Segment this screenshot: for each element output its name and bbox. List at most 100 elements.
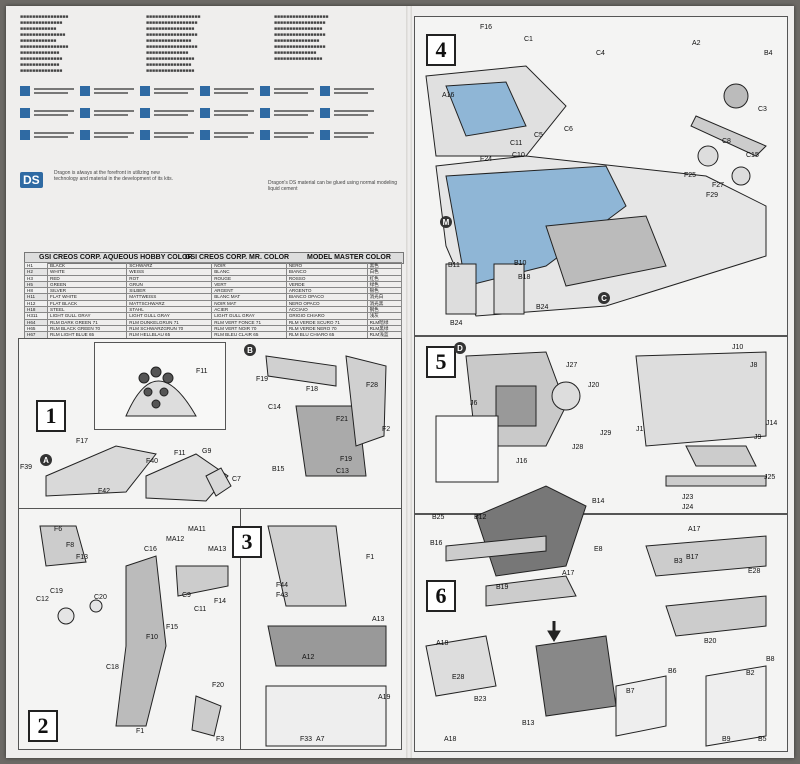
part-label: F10 xyxy=(146,634,159,641)
part-label: C9 xyxy=(182,592,191,599)
color-cell: 红色 xyxy=(366,274,403,282)
part-label: F19 xyxy=(256,376,269,383)
color-cell: MATTWEISS xyxy=(126,293,213,301)
part-label: F2 xyxy=(382,426,391,433)
color-cell: RED xyxy=(47,274,128,282)
step-3-number: 3 xyxy=(232,526,262,558)
marker-B: B xyxy=(244,344,256,356)
part-label: F33 xyxy=(300,736,313,743)
part-label: C3 xyxy=(758,106,767,113)
part-label: C1 xyxy=(524,36,533,43)
part-label: B14 xyxy=(592,498,605,505)
part-label: F24 xyxy=(480,156,493,163)
color-cell: LIGHT GULL GRAY xyxy=(126,312,213,320)
marker-A: A xyxy=(40,454,52,466)
part-label: B20 xyxy=(704,638,717,645)
part-label: A13 xyxy=(372,616,385,623)
part-label: B25 xyxy=(432,514,445,521)
header-aqueous: GSI CREOS CORP. AQUEOUS HOBBY COLOR xyxy=(39,254,193,261)
color-cell: STAHL xyxy=(126,306,213,314)
color-cell: WHITE xyxy=(47,268,128,276)
color-cell: 白色 xyxy=(366,268,403,276)
part-label: J29 xyxy=(600,430,612,437)
part-label: A16 xyxy=(442,92,455,99)
part-label: C10 xyxy=(512,152,525,159)
color-cell: FLAT BLACK xyxy=(47,299,128,308)
marker-D: D xyxy=(454,342,466,354)
header-modelmaster: MODEL MASTER COLOR xyxy=(307,254,391,261)
part-label: F18 xyxy=(306,386,319,393)
part-label: J16 xyxy=(516,458,528,465)
color-cell: 消光黑 xyxy=(366,299,403,308)
part-label: MA12 xyxy=(166,536,185,543)
part-label: B11 xyxy=(448,262,460,269)
marker-M: M xyxy=(440,216,452,228)
part-label: F27 xyxy=(712,182,725,189)
color-cell: STEEL xyxy=(47,306,128,314)
part-label: C11 xyxy=(194,606,207,613)
color-cell: 浅灰 xyxy=(366,312,403,320)
color-cell: RLM HELLBLAU 65 xyxy=(126,331,213,339)
marker-C: C xyxy=(598,292,610,304)
part-label: B16 xyxy=(430,540,443,547)
part-label: B24 xyxy=(450,320,463,327)
step-6-number: 6 xyxy=(426,580,456,612)
part-label: J9 xyxy=(754,434,762,441)
part-label: C16 xyxy=(144,546,157,553)
ds-logo: DS xyxy=(20,172,43,188)
notes-jp: ■■■■■■■■■■■■■■■■■■■■■■■■■■■■■■■■■■■■■■■■… xyxy=(20,14,69,74)
part-label: G9 xyxy=(202,448,212,455)
color-cell: GRUN xyxy=(126,280,213,289)
color-cell: 消光白 xyxy=(366,293,403,301)
part-label: J14 xyxy=(766,420,778,427)
part-label: A17 xyxy=(562,570,575,577)
part-label: C20 xyxy=(94,594,107,601)
part-label: F15 xyxy=(166,624,179,631)
part-label: A18 xyxy=(436,640,449,647)
part-label: B5 xyxy=(758,736,767,743)
step-5-number: 5 xyxy=(426,346,456,378)
part-label: B7 xyxy=(626,688,635,695)
painting-note: Dragon's DS material can be glued using … xyxy=(268,180,398,192)
part-label: F14 xyxy=(214,598,227,605)
part-label: A17 xyxy=(688,526,701,533)
part-label: C19 xyxy=(50,588,63,595)
color-cell: GREEN xyxy=(47,280,128,289)
center-fold xyxy=(406,6,412,758)
part-label: B12 xyxy=(474,514,487,521)
color-cell: RLM DUNKELGRUN 71 xyxy=(126,318,213,326)
color-cell: 黑色 xyxy=(366,261,403,270)
part-label: B18 xyxy=(518,274,531,281)
part-label: F25 xyxy=(684,172,697,179)
color-cell: WEISS xyxy=(126,268,213,276)
color-cell: SCHWARZ xyxy=(126,261,213,270)
part-label: J6 xyxy=(470,400,478,407)
step-1-number: 1 xyxy=(36,400,66,432)
color-cell: SILBER xyxy=(126,287,213,295)
color-cell: 银色 xyxy=(366,287,403,295)
color-cell: 绿色 xyxy=(366,280,403,289)
part-label: B17 xyxy=(686,554,699,561)
header-mrcolor: GSI CREOS CORP. MR. COLOR xyxy=(185,254,290,261)
part-label: J23 xyxy=(682,494,694,501)
part-label: J1 xyxy=(636,426,644,433)
symbol-legend xyxy=(20,82,400,172)
part-label: B9 xyxy=(722,736,731,743)
part-label: F40 xyxy=(146,458,159,465)
color-cell: RLM LIGHT BLUE 65 xyxy=(47,331,128,339)
color-cell: RLM BLACK GREEN 70 xyxy=(47,324,128,333)
part-label: F11 xyxy=(196,368,208,375)
color-cell: RLM DARK GREEN 71 xyxy=(47,318,128,326)
part-label: F19 xyxy=(340,456,353,463)
part-label: C5 xyxy=(534,132,543,139)
part-label: B3 xyxy=(674,558,683,565)
part-label: J27 xyxy=(566,362,578,369)
